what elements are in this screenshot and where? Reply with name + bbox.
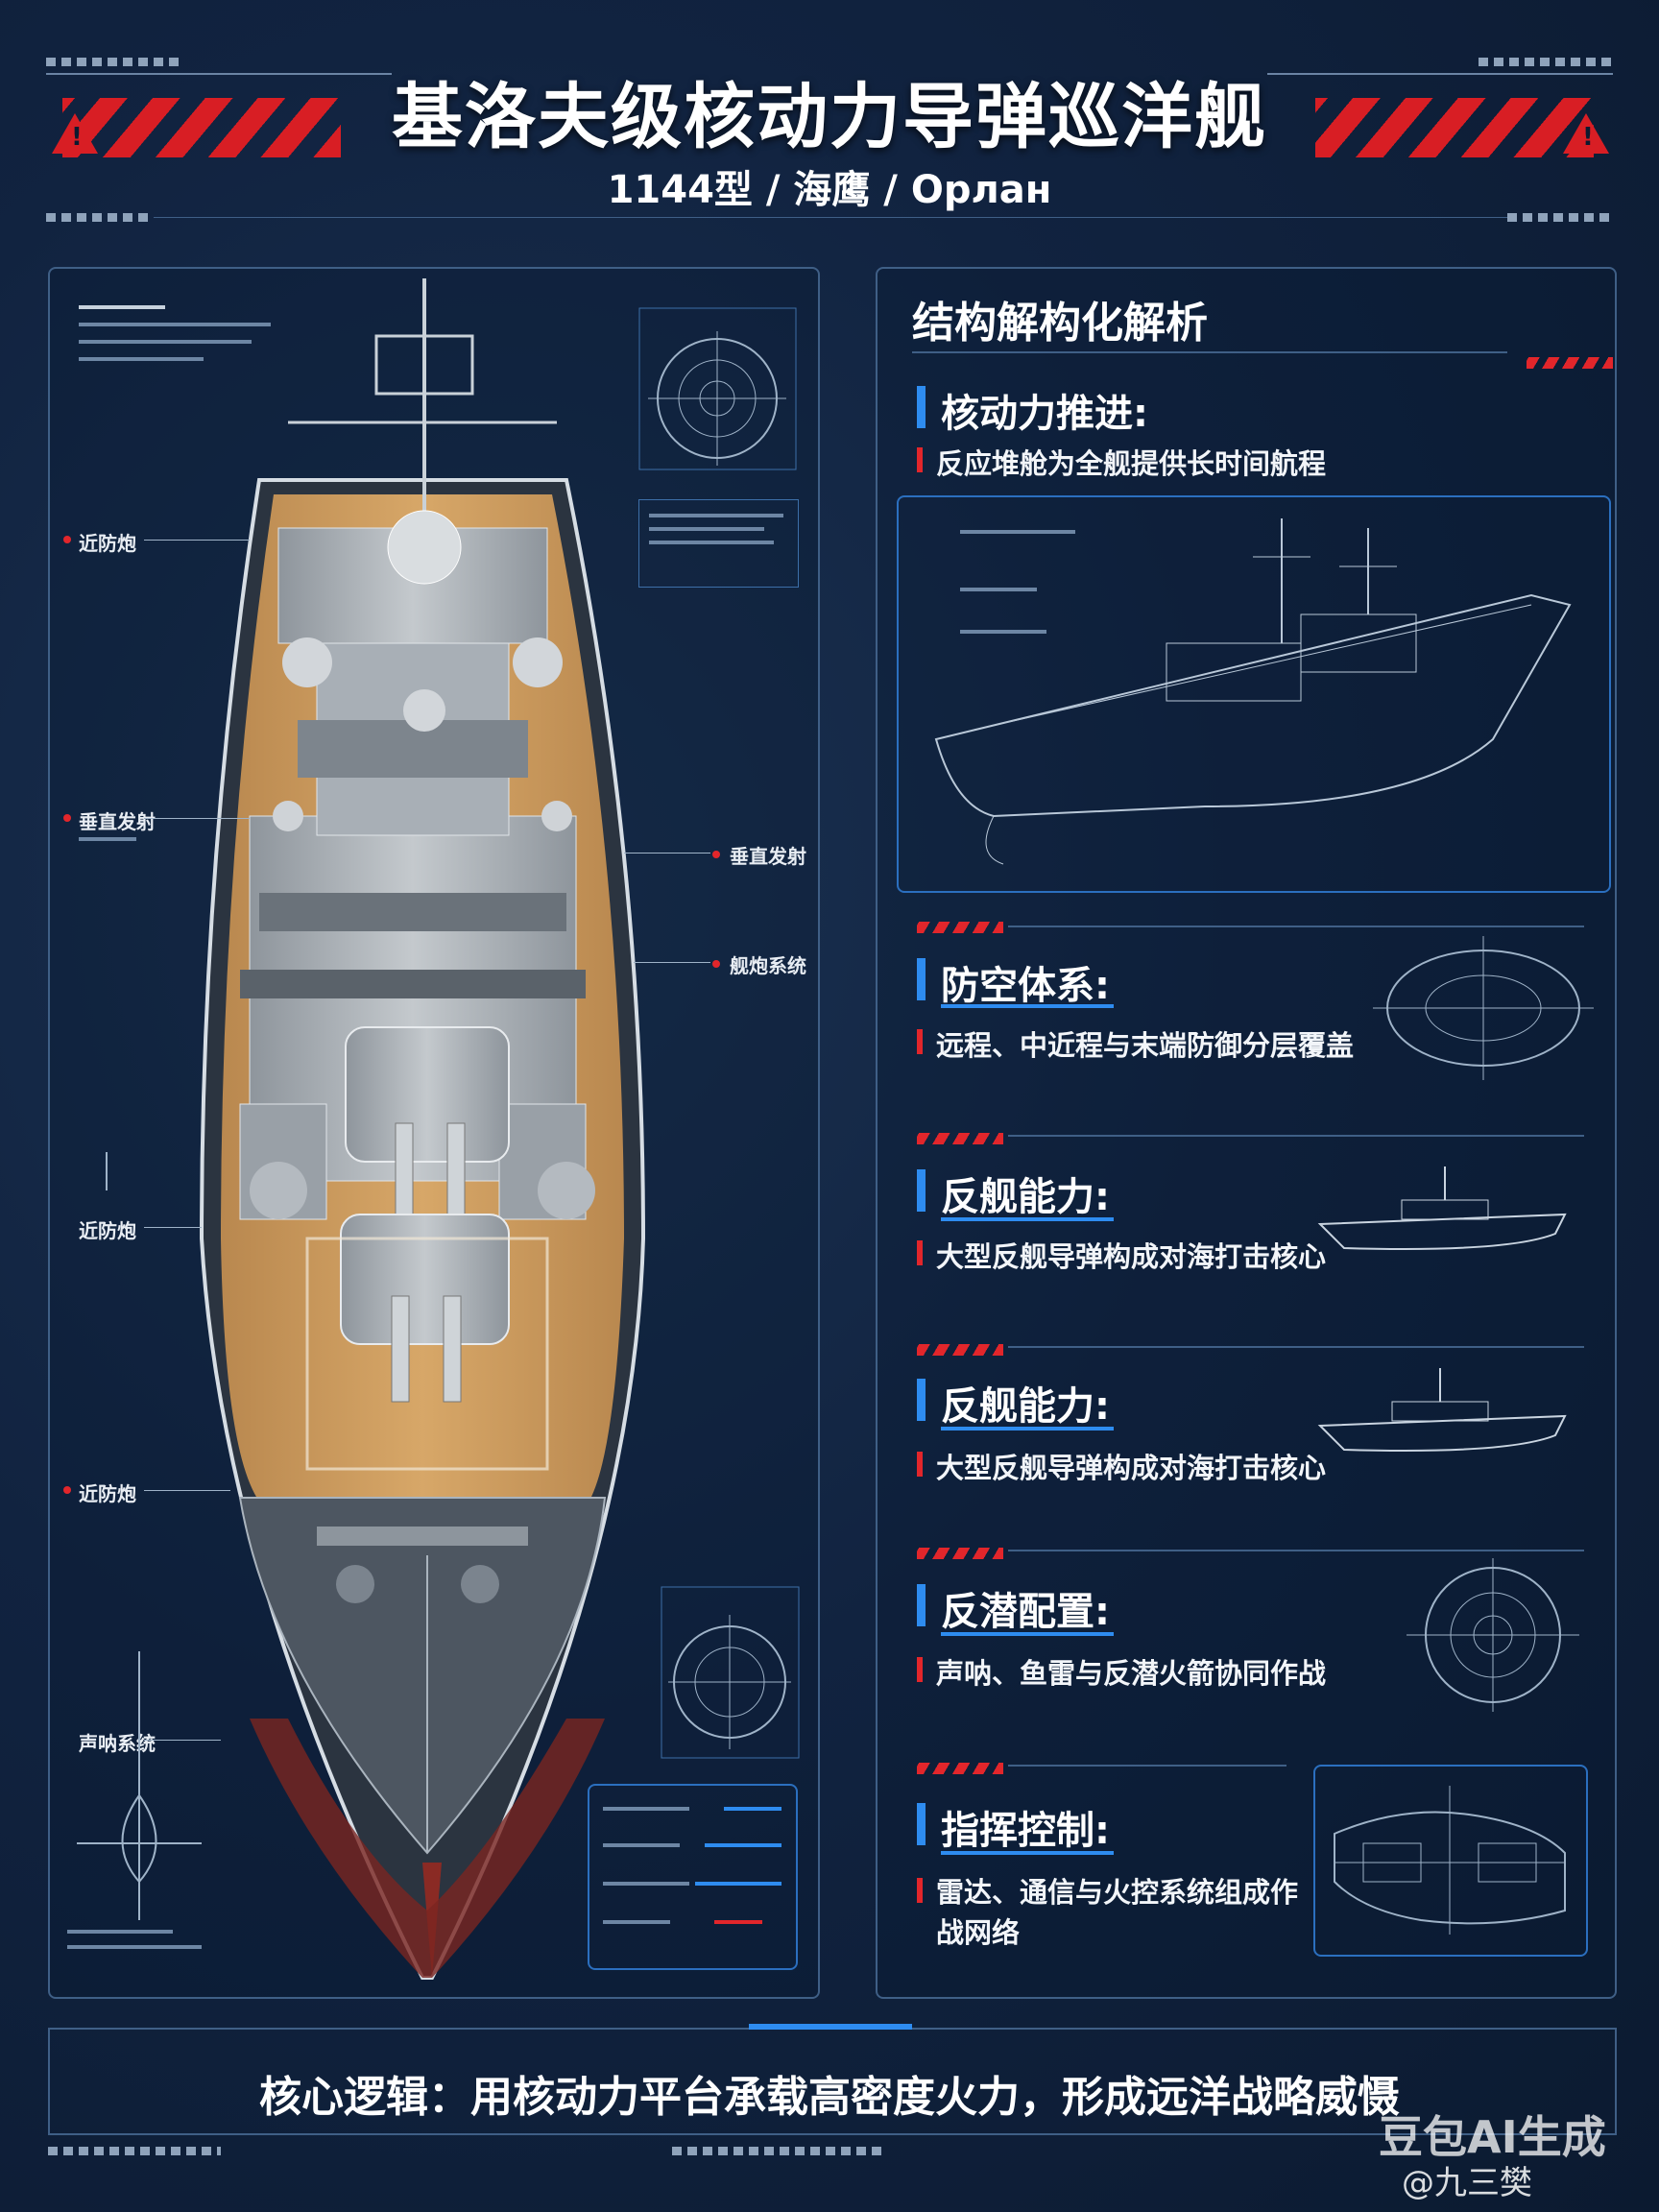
- callout-line: [144, 1227, 202, 1228]
- callout-dot: [712, 960, 720, 968]
- spec-block-bottom-left: [67, 1930, 211, 1949]
- red-slash-accent: [917, 1133, 1003, 1144]
- callout-ciws-3: 近防炮: [79, 1482, 136, 1505]
- sub-dash-left: [46, 213, 152, 222]
- antenna-marker: [106, 1152, 108, 1190]
- callout-line: [144, 1490, 230, 1491]
- page-subtitle: 1144型 / 海鹰 / Орлан: [607, 168, 1052, 212]
- section-desc-air-defense: 远程、中近程与末端防御分层覆盖: [936, 1029, 1355, 1062]
- section-title-c2: 指挥控制:: [941, 1809, 1110, 1853]
- header-dash-left: [46, 58, 180, 66]
- callout-vls-right: 垂直发射: [730, 845, 806, 868]
- callout-dot: [63, 814, 71, 822]
- section-divider: [1008, 1550, 1584, 1551]
- warning-icon-left: !: [52, 113, 98, 154]
- header-line-right: [1267, 73, 1613, 75]
- section-title-asw: 反潜配置:: [941, 1590, 1110, 1634]
- callout-sonar: 声呐系统: [79, 1732, 156, 1755]
- footer-dash-mid: [672, 2147, 883, 2155]
- section-bar: [917, 386, 926, 428]
- section-bar: [917, 1169, 926, 1212]
- section-bar: [917, 1379, 926, 1421]
- footer-dash-left: [48, 2147, 221, 2155]
- title-divider: [912, 351, 1507, 353]
- title-underline: [941, 1632, 1114, 1636]
- callout-subtext: [79, 837, 136, 841]
- section-title-propulsion: 核动力推进:: [941, 392, 1148, 436]
- hazard-stripes-right: [1315, 98, 1594, 157]
- red-marker: [917, 1240, 923, 1265]
- callout-line: [634, 962, 710, 963]
- callout-line: [144, 540, 250, 541]
- spec-table-top-right: [638, 499, 799, 588]
- c2-network-diagram: [1313, 1765, 1588, 1957]
- page-title: 基洛夫级核动力导弹巡洋舰: [392, 76, 1267, 158]
- red-marker: [917, 1029, 923, 1054]
- header-dash-right: [1479, 58, 1613, 66]
- red-slash-accent: [917, 1344, 1003, 1356]
- footer-core-logic: 核心逻辑：用核动力平台承载高密度火力，形成远洋战略威慑: [259, 2073, 1400, 2122]
- section-desc-anti-ship-2: 大型反舰导弹构成对海打击核心: [936, 1452, 1327, 1484]
- ship-illustration: [199, 278, 646, 1980]
- red-marker: [917, 1452, 923, 1477]
- title-underline: [941, 1004, 1114, 1008]
- section-title-anti-ship-1: 反舰能力:: [941, 1175, 1110, 1219]
- section-desc-anti-ship-1: 大型反舰导弹构成对海打击核心: [936, 1240, 1327, 1273]
- callout-ciws-2: 近防炮: [79, 1219, 136, 1242]
- radar-schematic-bottom: [661, 1586, 800, 1759]
- callout-line: [144, 818, 250, 819]
- radar-schematic-top: [638, 307, 797, 470]
- watermark-handle: @九三樊: [1402, 2164, 1532, 2202]
- watermark-brand: 豆包AI生成: [1379, 2111, 1606, 2163]
- ship-profile-diagram: [1317, 1166, 1567, 1250]
- section-divider: [1008, 1346, 1584, 1348]
- footer-accent: [749, 2024, 912, 2030]
- right-panel-title: 结构解构化解析: [912, 299, 1208, 348]
- callout-gun-right: 舰炮系统: [730, 954, 806, 977]
- callout-line: [624, 853, 710, 854]
- antenna-diagram: [77, 1651, 202, 1920]
- ship-profile-diagram: [1317, 1368, 1567, 1452]
- section-title-air-defense: 防空体系:: [941, 964, 1110, 1008]
- red-marker: [917, 1657, 923, 1682]
- header-line-left: [46, 73, 392, 75]
- red-slash-accent: [917, 1548, 1003, 1559]
- red-slash-accent: [917, 1763, 1003, 1774]
- callout-dot: [712, 851, 720, 858]
- red-slash-accent: [1527, 357, 1613, 369]
- ship-side-blueprint: [897, 495, 1611, 893]
- c2-network-drawing: [1334, 1786, 1566, 1935]
- sonar-diagram: [1407, 1558, 1579, 1712]
- section-divider: [1008, 1135, 1584, 1137]
- hazard-stripes-left: [62, 98, 341, 157]
- callout-vls: 垂直发射: [79, 810, 156, 833]
- blueprint-labels: [960, 530, 1075, 634]
- red-slash-accent: [917, 922, 1003, 933]
- section-bar: [917, 1584, 926, 1626]
- red-marker: [917, 447, 923, 472]
- section-desc-propulsion: 反应堆舱为全舰提供长时间航程: [936, 447, 1327, 480]
- section-desc-asw: 声呐、鱼雷与反潜火箭协同作战: [936, 1657, 1327, 1690]
- header-divider: [154, 217, 1507, 218]
- section-desc-c2: 雷达、通信与火控系统组成作战网络: [936, 1876, 1299, 1949]
- data-readout-panel: [588, 1784, 798, 1970]
- section-divider: [1008, 926, 1584, 927]
- section-title-anti-ship-2: 反舰能力:: [941, 1384, 1110, 1429]
- callout-ciws-1: 近防炮: [79, 532, 136, 555]
- title-underline: [941, 1427, 1114, 1431]
- spec-block-top-left: [79, 305, 290, 361]
- callout-dot: [63, 536, 71, 543]
- air-defense-diagram: [1373, 936, 1594, 1080]
- sub-dash-right: [1507, 213, 1613, 222]
- title-underline: [941, 1217, 1114, 1221]
- title-underline: [941, 1851, 1114, 1855]
- section-bar: [917, 1803, 926, 1845]
- red-marker: [917, 1878, 923, 1903]
- ship-side-blueprint-drawing: [934, 518, 1572, 865]
- callout-dot: [63, 1486, 71, 1494]
- warning-icon-right: !: [1563, 113, 1609, 154]
- section-divider: [1008, 1765, 1286, 1767]
- section-bar: [917, 958, 926, 1000]
- callout-line: [144, 1740, 221, 1741]
